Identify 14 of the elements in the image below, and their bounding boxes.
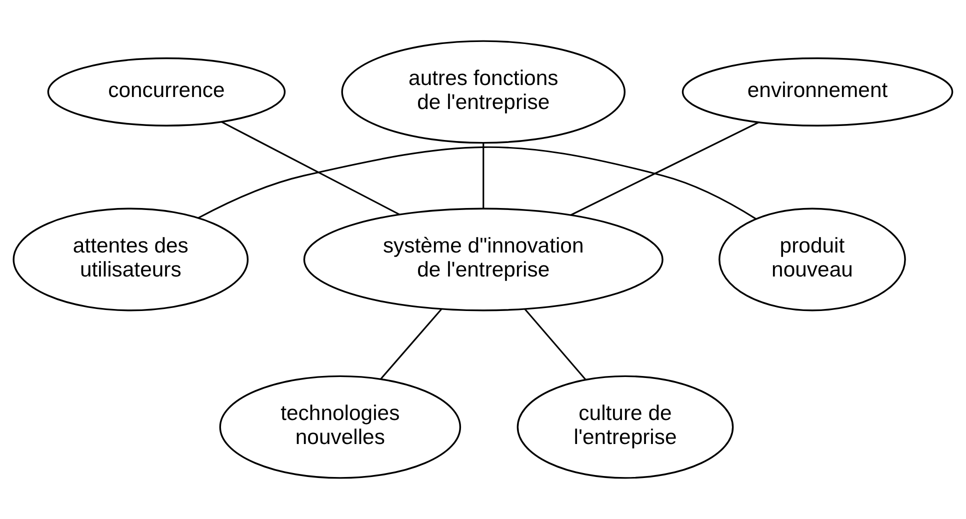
connector [380,308,442,380]
connector [198,146,756,220]
connector [524,308,586,380]
node-ellipse: concurrence [47,57,286,126]
node-ellipse: produit nouveau [718,208,906,312]
connector [570,122,759,216]
node-ellipse: autres fonctions de l'entreprise [341,40,626,144]
connector [482,142,484,209]
node-ellipse: environnement [682,57,954,126]
node-ellipse: attentes des utilisateurs [12,208,249,312]
node-ellipse: culture de l'entreprise [516,375,734,479]
connector [221,121,400,216]
node-ellipse: technologies nouvelles [219,375,462,479]
node-ellipse: système d"innovation de l'entreprise [303,208,664,312]
